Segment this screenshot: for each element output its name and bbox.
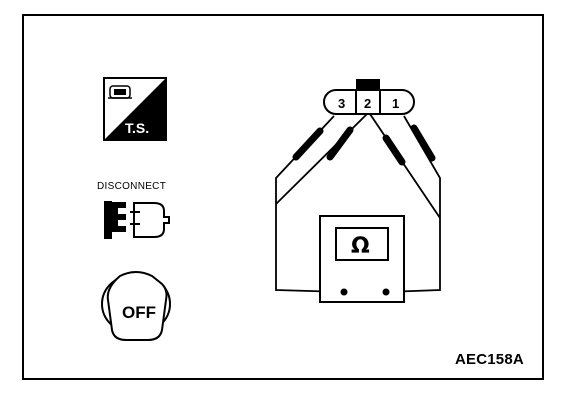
meter-terminal-right <box>382 288 390 296</box>
terminal-2-label: 2 <box>364 96 371 111</box>
lead-terminal-2-right <box>369 113 441 219</box>
ignition-label: OFF <box>122 303 156 322</box>
ts-tester-icon: T.S. <box>103 77 167 141</box>
probe-bodies <box>292 124 436 166</box>
terminal-1-label: 1 <box>392 96 399 111</box>
harness-connector: 3 2 1 <box>323 79 415 115</box>
connector-disconnect-icon: DISCONNECT <box>97 181 170 239</box>
connector-lock-tab <box>356 79 380 91</box>
ignition-key-off-icon: OFF <box>101 271 171 341</box>
meter-terminal-left <box>340 288 348 296</box>
ohmmeter: Ω <box>319 215 405 303</box>
figure-id: AEC158A <box>455 351 524 368</box>
lead-terminal-2-left <box>275 113 368 205</box>
disconnect-label: DISCONNECT <box>97 181 166 192</box>
ohm-symbol: Ω <box>351 234 370 259</box>
ts-label: T.S. <box>125 120 149 136</box>
terminal-3-label: 3 <box>338 96 345 111</box>
